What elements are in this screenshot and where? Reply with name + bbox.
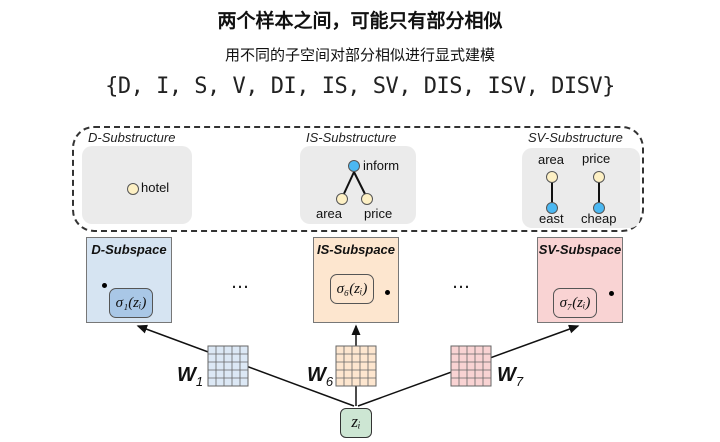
weight-matrix-w1 <box>207 345 249 387</box>
point-marker <box>609 291 614 296</box>
diagram-title: 两个样本之间，可能只有部分相似 <box>217 10 503 32</box>
node-hotel <box>127 183 139 195</box>
is-subspace-label: IS-Subspace <box>316 242 396 257</box>
d-substructure-box: hotel <box>82 146 192 224</box>
node-label-price: price <box>364 206 393 221</box>
sigma-6: σ₆(zᵢ) <box>330 274 374 304</box>
sv-subspace-label: SV-Subspace <box>538 242 622 257</box>
weight-matrix-w7 <box>450 345 492 387</box>
w1-label: W1 <box>177 364 204 389</box>
substructure-container <box>72 126 644 232</box>
node-inform <box>348 160 360 172</box>
d-substructure-label: D-Substructure <box>88 130 176 145</box>
node-label-area: area <box>538 152 565 167</box>
sigma-1: σ₁(zᵢ) <box>109 288 153 318</box>
node-label-price: price <box>582 151 611 166</box>
node-east <box>546 202 558 214</box>
is-substructure-label: IS-Substructure <box>306 130 397 145</box>
weight-matrix-w6 <box>335 345 377 387</box>
sv-substructure-label: SV-Substructure <box>528 130 623 145</box>
w7-label: W7 <box>497 364 524 389</box>
sigma-7: σ₇(zᵢ) <box>553 288 597 318</box>
node-price <box>593 171 605 183</box>
ellipsis-left: … <box>231 272 249 293</box>
ellipsis-right: … <box>452 272 470 293</box>
node-cheap <box>593 202 605 214</box>
set-notation: {D, I, S, V, DI, IS, SV, DIS, ISV, DISV} <box>105 74 615 99</box>
sv-substructure-box: area price east cheap <box>522 148 640 228</box>
node-price <box>361 193 373 205</box>
node-label-inform: inform <box>363 158 400 173</box>
w6-label: W6 <box>307 364 334 389</box>
d-subspace: D-Subspace σ₁(zᵢ) <box>86 237 172 323</box>
node-label-area: area <box>316 206 343 221</box>
sv-subspace: SV-Subspace σ₇(zᵢ) <box>537 237 623 323</box>
point-marker <box>385 290 390 295</box>
input-z-i: zᵢ <box>340 408 372 438</box>
diagram-subtitle: 用不同的子空间对部分相似进行显式建模 <box>224 46 495 64</box>
node-label-east: east <box>539 211 564 226</box>
node-label-cheap: cheap <box>581 211 617 226</box>
is-subspace: IS-Subspace σ₆(zᵢ) <box>313 237 399 323</box>
d-subspace-label: D-Subspace <box>91 242 167 257</box>
point-marker <box>102 283 107 288</box>
node-area <box>546 171 558 183</box>
node-area <box>336 193 348 205</box>
is-substructure-box: inform area price <box>300 146 416 224</box>
node-label-hotel: hotel <box>141 180 170 195</box>
